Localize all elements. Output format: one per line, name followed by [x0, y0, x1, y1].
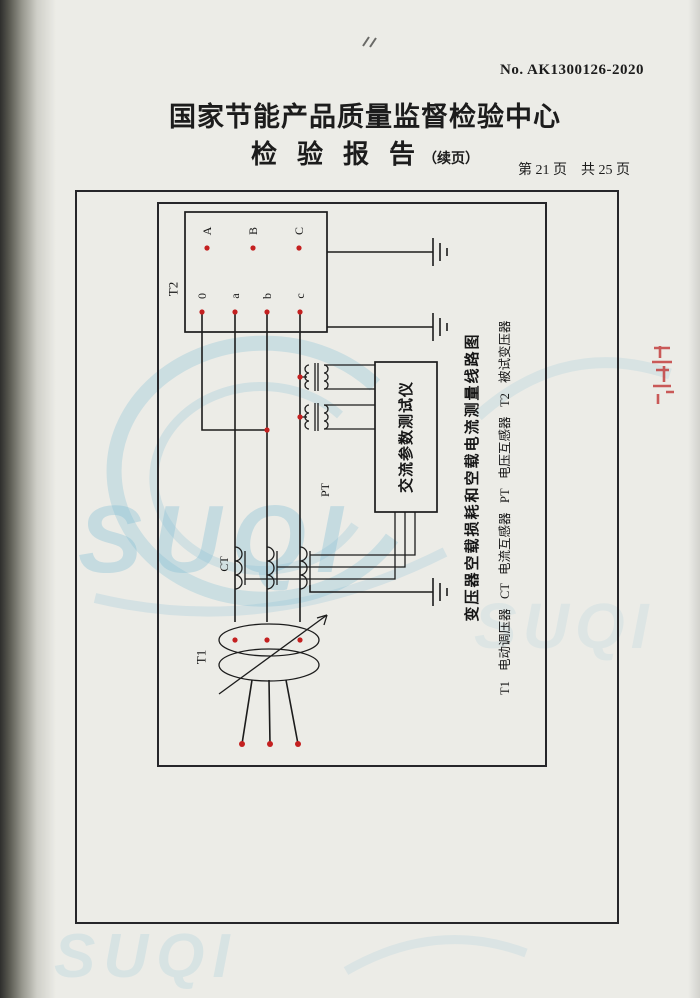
- t2-label: T2: [166, 282, 181, 296]
- watermark-bottom-arc: [343, 935, 528, 975]
- stamp-fragment: [652, 346, 674, 404]
- hv-terminal-label-a: A: [200, 226, 214, 235]
- diagram-legend: T1 电动调压器 CT 电流互感器 PT 电压互感器 T2 被试变压器: [497, 320, 512, 695]
- diagram-frame: [157, 202, 547, 767]
- diagram-caption: 变压器空载损耗和空载电流测量线路图: [463, 332, 481, 621]
- page-title: 国家节能产品质量监督检验中心: [169, 102, 561, 132]
- ct-label: CT: [217, 556, 231, 572]
- page-number-info: 第 21 页 共 25 页: [518, 163, 630, 178]
- t2-box: [184, 211, 328, 333]
- ground-symbol-right: [327, 238, 448, 266]
- legend-sym-t2: T2: [498, 393, 512, 407]
- pen-mark: [362, 36, 377, 48]
- hv-terminal-label-c: C: [292, 227, 306, 235]
- legend-label-t1: 电动调压器: [498, 608, 512, 671]
- lv-terminal-label-0: 0: [195, 293, 209, 299]
- binding-shadow: [0, 0, 56, 998]
- variac-arrow: [218, 614, 328, 695]
- lv-terminal-label-b: b: [260, 293, 274, 299]
- report-word: 检验报告: [250, 140, 435, 169]
- pt-symbols: [300, 363, 375, 431]
- hv-terminal-label-b: B: [246, 227, 260, 235]
- lv-terminal-label-c: c: [293, 293, 307, 298]
- legend-sym-ct: CT: [498, 583, 512, 599]
- legend-sym-pt: PT: [498, 488, 512, 503]
- phase-wires: [201, 312, 301, 622]
- ground-symbol-ct: [309, 578, 448, 606]
- report-word-suffix: （续页）: [423, 152, 479, 167]
- legend-sym-t1: T1: [498, 681, 512, 695]
- input-leads: [241, 679, 299, 745]
- legend-label-t2: 被试变压器: [497, 320, 512, 383]
- lv-terminal-label-a: a: [228, 293, 242, 299]
- stamp-strokes: [652, 346, 674, 404]
- junction-dots: [199, 245, 303, 747]
- legend-label-ct: 电流互感器: [497, 512, 512, 575]
- circuit-diagram: T2 A B C 0 a b c: [157, 202, 547, 767]
- ct-coils: [234, 512, 416, 590]
- pt-label: PT: [318, 482, 332, 497]
- report-frame: T2 A B C 0 a b c: [75, 190, 619, 924]
- legend-label-pt: 电压互感器: [497, 416, 512, 479]
- page-edge-shadow: [688, 0, 700, 998]
- rotated-layer: T2 A B C 0 a b c: [166, 211, 512, 747]
- report-word-line: 检验报告（续页）: [90, 134, 640, 171]
- tester-label: 交流参数测试仪: [397, 381, 415, 493]
- report-number: No. AK1300126-2020: [500, 62, 644, 78]
- t1-label: T1: [194, 650, 209, 664]
- ground-symbol-neutral: [327, 313, 448, 341]
- tester-box: [374, 361, 438, 513]
- watermark-bottom-text: SUQI: [54, 922, 238, 991]
